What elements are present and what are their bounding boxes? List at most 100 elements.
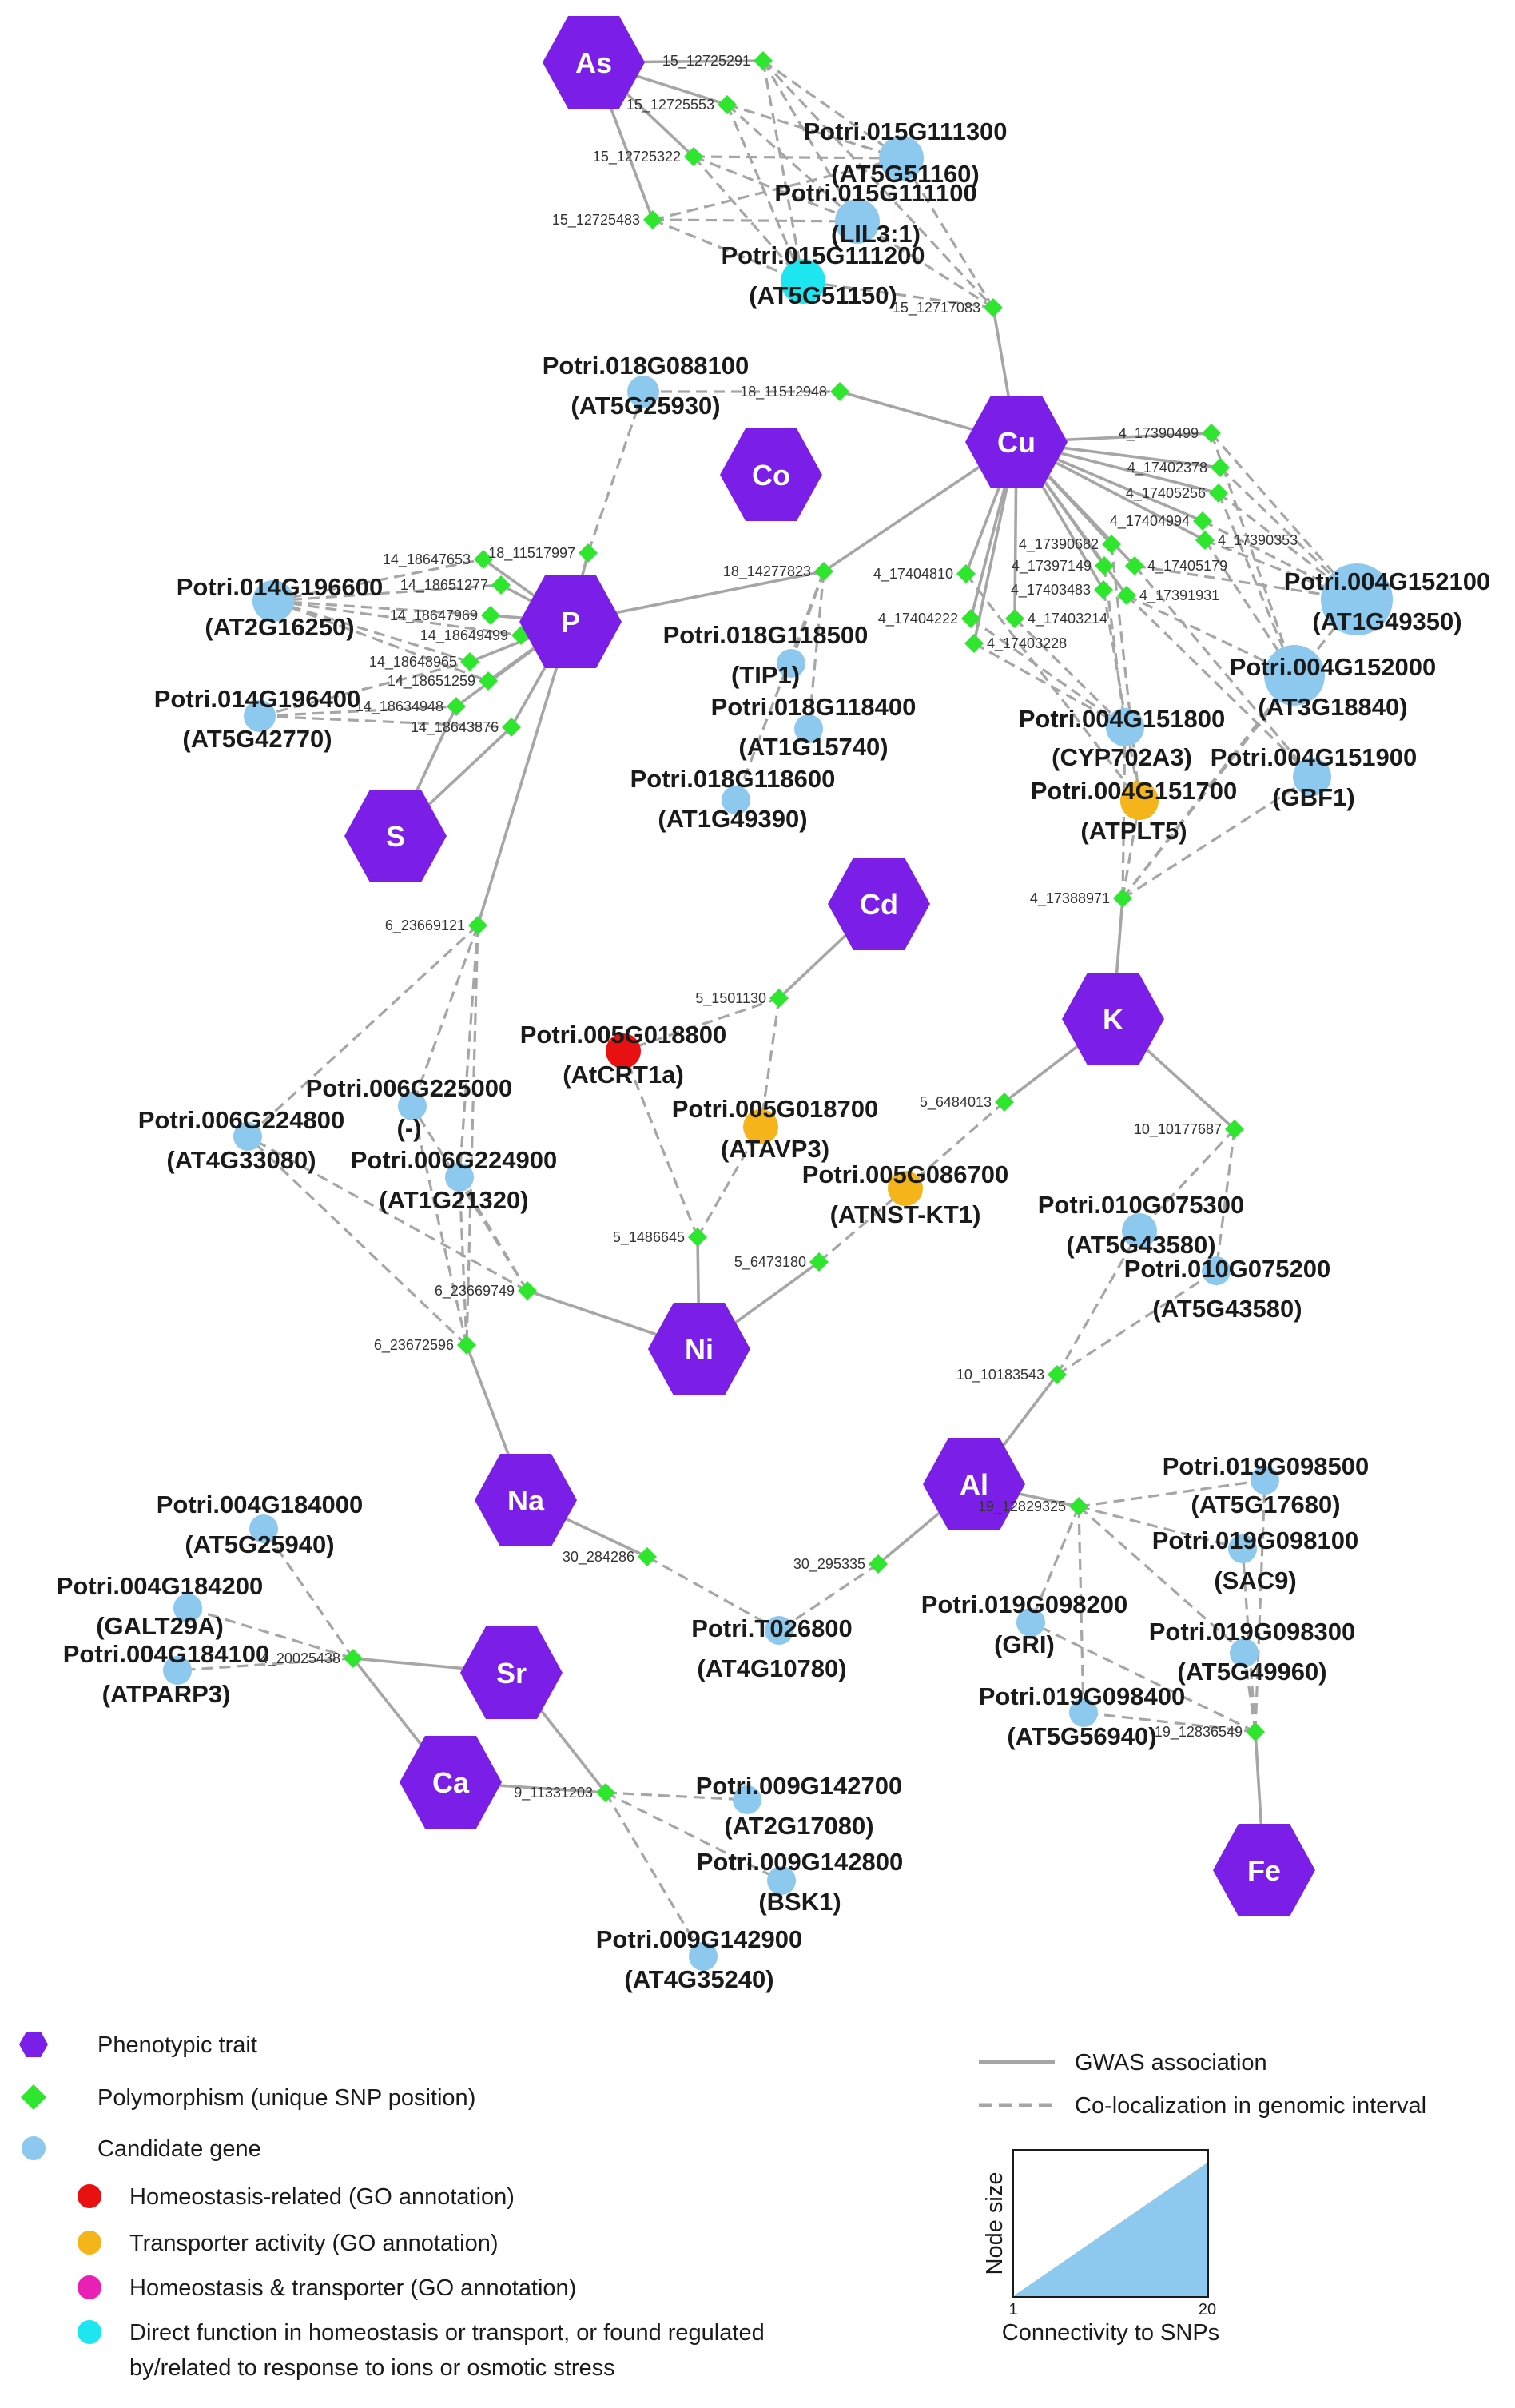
snp-label: 4_20025438	[260, 1650, 340, 1667]
gene-name-label: Potri.018G118400	[711, 693, 917, 721]
colocalization-edge	[259, 714, 512, 729]
gene-alias-label: (AT5G43580)	[1152, 1295, 1302, 1323]
trait-label: K	[1103, 1003, 1123, 1036]
colocalization-edge	[1138, 1128, 1236, 1232]
colocalization-edge	[262, 1528, 355, 1659]
gene-alias-label: (AT1G49390)	[658, 805, 807, 833]
gene-name-label: Potri.009G142700	[696, 1772, 903, 1800]
colocalization-edge	[411, 925, 479, 1107]
snp-label: 4_17405179	[1147, 558, 1227, 575]
snp-diamond-node	[491, 575, 511, 595]
colocalization-edge	[1126, 594, 1295, 677]
snp-label: 4_17404994	[1110, 513, 1190, 530]
colocalization-edge	[272, 583, 502, 603]
gene-name-label: Potri.009G142800	[697, 1848, 904, 1876]
trait-label: Al	[960, 1468, 988, 1501]
legend-coloc-label: Co-localization in genomic interval	[1075, 2093, 1426, 2119]
gene-alias-label: (GBF1)	[1272, 783, 1354, 811]
gene-alias-label: (ATNST-KT1)	[830, 1200, 981, 1228]
trait-hexagon-node	[1062, 973, 1164, 1065]
colocalization-edge	[726, 104, 805, 282]
legend-gwas-label: GWAS association	[1075, 2050, 1267, 2076]
snp-label: 4_17397149	[1012, 558, 1092, 575]
colocalization-edge	[1110, 543, 1141, 802]
gene-alias-label: (ATPLT5)	[1080, 817, 1187, 845]
snp-label: 4_17404810	[873, 566, 953, 583]
node-size-min-tick: 1	[1008, 2301, 1017, 2318]
snp-diamond-node	[956, 564, 976, 583]
gene-alias-label: (AT2G17080)	[724, 1812, 873, 1840]
trait-hexagon-node	[1213, 1824, 1315, 1916]
gene-node	[627, 376, 659, 408]
snp-diamond-node	[1195, 531, 1215, 550]
legend-homeostasis-label: Homeostasis-related (GO annotation)	[129, 2184, 515, 2210]
snp-diamond-node	[457, 1335, 476, 1355]
gene-node	[1321, 563, 1393, 635]
gene-node	[606, 1033, 641, 1069]
node-size-wedge	[1013, 2163, 1207, 2296]
colocalization-edge	[272, 599, 491, 617]
gene-node	[767, 1866, 796, 1895]
colocalization-edge	[1102, 589, 1141, 802]
colocalization-edge	[605, 1791, 782, 1882]
gene-name-label: Potri.019G098100	[1152, 1526, 1359, 1554]
gene-alias-label: (AT3G18840)	[1258, 693, 1407, 721]
snp-diamond-node	[518, 1281, 537, 1300]
colocalization-edge	[1254, 1479, 1266, 1733]
colocalization-edge	[1133, 564, 1314, 778]
gene-name-label: Potri.004G151900	[1211, 743, 1418, 771]
gene-node	[733, 1785, 761, 1814]
snp-diamond-node	[1095, 556, 1114, 575]
colocalization-edge	[622, 1050, 699, 1238]
colocalization-edge	[1243, 1652, 1257, 1733]
snp-diamond-node	[769, 989, 789, 1008]
gene-alias-label: (GALT29A)	[96, 1612, 224, 1640]
snp-diamond-node	[479, 671, 498, 691]
legend-transporter-label: Transporter activity (GO annotation)	[129, 2231, 499, 2256]
colocalization-edge	[1121, 726, 1127, 899]
colocalization-edge	[177, 1657, 354, 1672]
colocalization-edge	[761, 60, 805, 282]
colocalization-edge	[587, 391, 645, 554]
snp-label: 14_18647969	[390, 607, 478, 624]
gene-name-label: Potri.014G196600	[177, 573, 384, 601]
snp-label: 4_17390499	[1119, 425, 1199, 442]
gene-alias-label: (BSK1)	[758, 1888, 841, 1916]
snp-diamond-node	[502, 718, 521, 737]
gene-name-label: Potri.006G224900	[351, 1146, 558, 1174]
colocalization-edge	[789, 571, 825, 664]
snp-label: 4_17391931	[1139, 587, 1219, 604]
colocalization-edge	[1013, 617, 1127, 729]
gene-alias-label: (CYP702A3)	[1052, 743, 1192, 771]
snp-diamond-node	[1225, 1120, 1244, 1139]
trait-label: Sr	[496, 1657, 527, 1690]
snp-label: 15_12725322	[593, 149, 681, 165]
colocalization-edge	[1030, 1621, 1256, 1733]
colocalization-edge	[857, 220, 994, 309]
snp-label: 10_10183543	[956, 1367, 1044, 1383]
colocalization-edge	[778, 1562, 879, 1632]
trait-hexagon-node	[400, 1736, 502, 1829]
gene-node	[1293, 758, 1331, 796]
gene-name-label: Potri.019G098300	[1149, 1618, 1356, 1646]
snp-label: 19_12836549	[1155, 1724, 1243, 1741]
snp-label: 10_10177687	[1134, 1121, 1222, 1138]
colocalization-edge	[1056, 1230, 1141, 1375]
gene-alias-label: (AT5G25930)	[571, 392, 720, 420]
colocalization-edge	[246, 924, 479, 1138]
gene-node	[252, 580, 294, 622]
colocalization-edge	[696, 1126, 762, 1238]
gene-alias-label: (AT5G42770)	[182, 725, 332, 753]
colocalization-edge	[802, 280, 994, 309]
snp-diamond-node	[638, 1547, 657, 1566]
snp-label: 15_12725553	[626, 97, 714, 113]
colocalization-edge	[272, 558, 484, 603]
gene-alias-label: (LIL3:1)	[831, 220, 921, 248]
snp-label: 5_1501130	[695, 990, 766, 1007]
colocalization-edge	[761, 60, 859, 222]
legend-transporter-circle-icon	[78, 2231, 101, 2255]
snp-diamond-node	[1113, 889, 1132, 908]
snp-label: 19_12829325	[978, 1499, 1066, 1515]
